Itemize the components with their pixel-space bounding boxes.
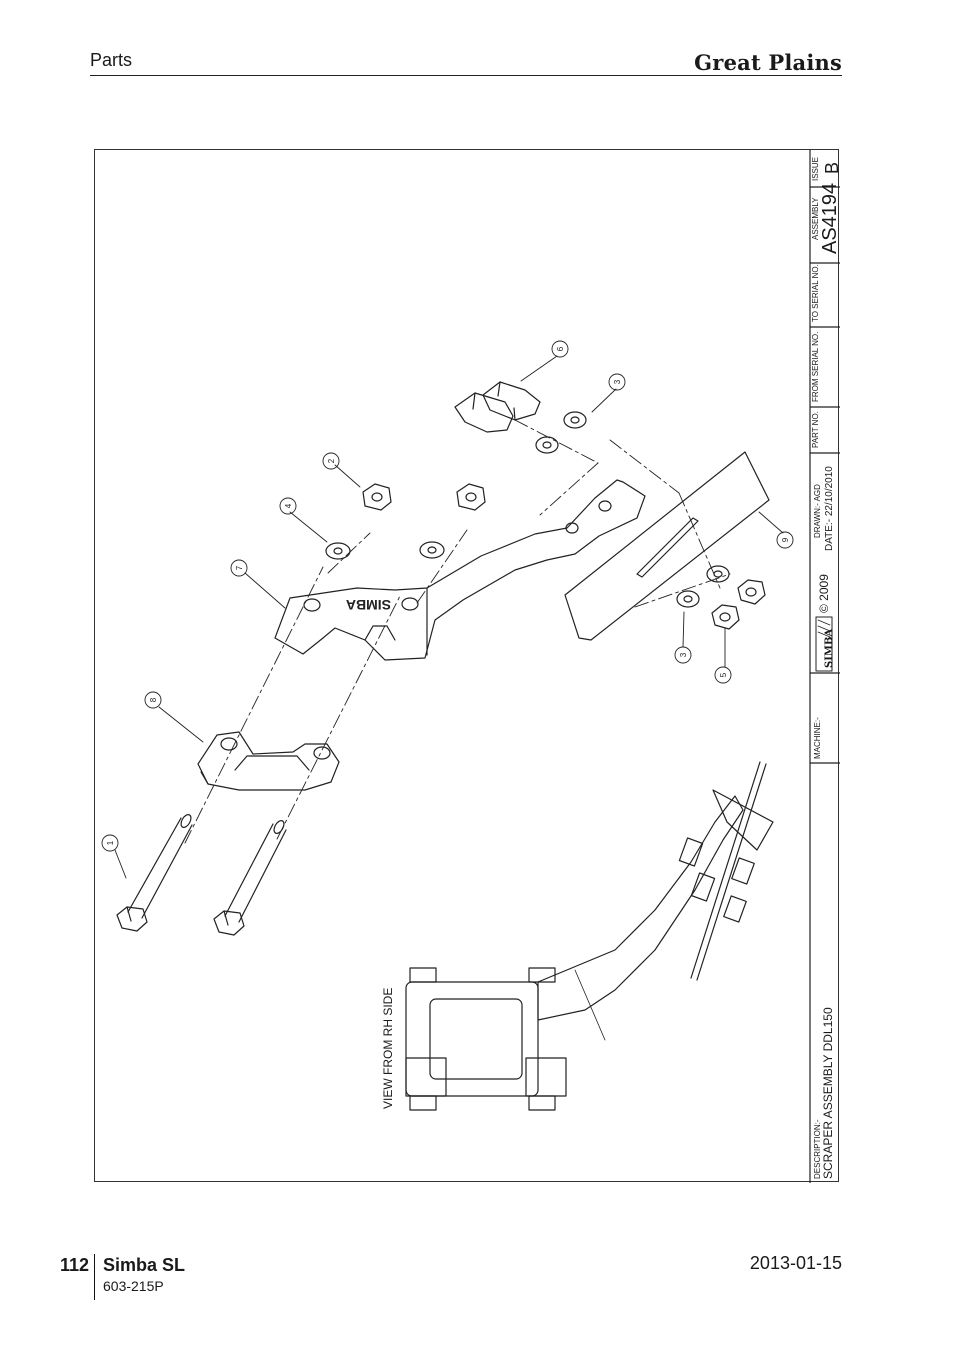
center-lines xyxy=(184,419,731,844)
callout-5: 5 xyxy=(719,672,728,677)
washer-3d xyxy=(676,590,700,608)
nut-2a xyxy=(362,483,392,511)
leader-lines xyxy=(114,355,784,879)
copyright: © 2009 xyxy=(817,574,831,613)
callout-9: 9 xyxy=(781,537,790,542)
callout-2: 2 xyxy=(327,458,336,463)
washer-3c xyxy=(706,565,730,583)
view-label: VIEW FROM RH SIDE xyxy=(381,987,395,1109)
machine-label: MACHINE:- xyxy=(813,717,822,759)
callout-3b: 3 xyxy=(679,652,688,657)
to-serial-label: TO SERIAL NO. xyxy=(811,264,820,322)
publication-date: 2013-01-15 xyxy=(749,1253,842,1273)
issue-value: B xyxy=(822,161,842,174)
callout-1: 1 xyxy=(106,840,115,845)
callout-balloons xyxy=(101,340,794,852)
washer-4a xyxy=(325,542,351,560)
callout-6: 6 xyxy=(556,346,565,351)
page-number: 112 xyxy=(60,1255,90,1275)
washer-3a xyxy=(563,411,587,429)
nut-5b xyxy=(711,604,740,630)
header-rule xyxy=(90,75,842,76)
drawn-by: DRAWN:- AGD xyxy=(813,484,822,538)
from-serial-label: FROM SERIAL NO. xyxy=(811,331,820,402)
nut-2b xyxy=(456,483,486,511)
issue-label: ISSUE xyxy=(811,156,820,181)
model-name: Simba SL xyxy=(103,1255,186,1275)
section-title: Parts xyxy=(90,50,133,70)
callout-4: 4 xyxy=(284,503,293,508)
bolt-6b xyxy=(454,392,514,433)
part-no-label: PART NO. xyxy=(811,411,820,448)
assembly-number: AS4194 xyxy=(819,182,841,254)
side-view-assembly xyxy=(405,761,774,1111)
description-value: SCRAPER ASSEMBLY DDL150 xyxy=(821,1007,835,1179)
scraper-blade-9 xyxy=(564,451,770,641)
callout-7: 7 xyxy=(235,565,244,570)
simba-logo-mark xyxy=(815,616,833,672)
callout-numbers: 1 2 3 3 4 5 6 7 8 9 xyxy=(106,346,790,845)
callout-8: 8 xyxy=(149,697,158,702)
callout-3a: 3 xyxy=(613,379,622,384)
washer-3b xyxy=(535,436,559,454)
washer-4b xyxy=(419,541,445,559)
bolt-1b xyxy=(213,820,287,936)
clamp-plate-8 xyxy=(197,731,340,791)
brand-logo: Great Plains xyxy=(694,50,842,75)
simba-logo: SIMBA xyxy=(824,628,835,668)
bracket-logo-text: SIMBA xyxy=(346,597,391,613)
bolt-6a xyxy=(482,381,541,421)
nut-5a xyxy=(737,579,766,605)
drawing-frame: SIMBA xyxy=(94,149,842,1183)
footer-divider xyxy=(94,1254,95,1300)
document-number: 603-215P xyxy=(103,1278,164,1294)
bolt-1a xyxy=(116,814,193,932)
bracket-7 xyxy=(274,479,646,661)
title-block-lines xyxy=(809,150,840,1183)
drawing-date: DATE:- 22/10/2010 xyxy=(824,466,835,551)
exploded-parts-drawing: SIMBA xyxy=(101,150,840,1183)
